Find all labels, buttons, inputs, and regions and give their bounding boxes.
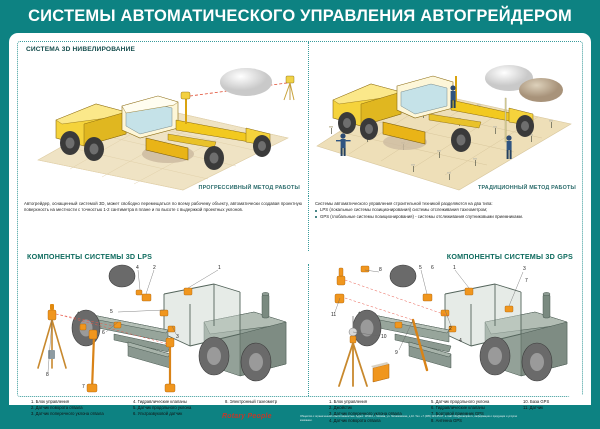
legend-item: 2. Джойстик <box>329 405 353 411</box>
component-row: 1 2 4 5 3 6 8 7 <box>18 264 582 396</box>
panel-gps-components: 1 3 5 6 7 8 9 10 11 2 4 <box>308 264 582 396</box>
svg-text:5: 5 <box>110 309 113 315</box>
legend-item: 7. Бортовой приемник GPS <box>431 411 484 417</box>
svg-text:10: 10 <box>381 334 387 340</box>
legend-gps: 1. Блок управления 2. Джойстик 3. Датчик… <box>329 399 591 429</box>
description-right: Системы автоматического управления строи… <box>308 195 582 251</box>
svg-text:8: 8 <box>46 372 49 378</box>
panel-progressive-method: СИСТЕМА 3D НИВЕЛИРОВАНИЕ <box>18 42 308 194</box>
svg-text:1: 1 <box>453 265 456 271</box>
legend-lps-col1: 1. Блок управления 2. Датчик поворота от… <box>31 399 127 418</box>
progressive-method-illustration <box>37 68 295 191</box>
legend-item: 2. Датчик поворота отвала <box>31 405 83 411</box>
svg-text:2: 2 <box>449 326 452 332</box>
panel-traditional-method: ТРАДИЦИОННЫЙ МЕТОД РАБОТЫ <box>309 42 582 194</box>
corner-fold-decoration <box>565 395 591 405</box>
description-left: Автогрейдер, оснащенный системой 3D, мож… <box>18 195 308 251</box>
legend-lps-col2: 4. Гидравлические клапаны 5. Датчик прод… <box>133 399 219 418</box>
legend-item: 4. Гидравлические клапаны <box>133 399 187 404</box>
section-title-gps: КОМПОНЕНТЫ СИСТЕМЫ 3D GPS <box>446 252 573 261</box>
gps-grader-diagram: 1 3 5 6 7 8 9 10 11 2 4 <box>331 264 568 387</box>
list-item: LPS (локальные системы позиционирования)… <box>315 207 576 213</box>
page-title: СИСТЕМЫ АВТОМАТИЧЕСКОГО УПРАВЛЕНИЯ АВТОГ… <box>28 7 572 25</box>
svg-text:7: 7 <box>525 278 528 284</box>
list-item: GPS (глобальные системы позиционирования… <box>315 214 576 220</box>
legend-item: 6. Гидравлические клапаны <box>431 405 485 411</box>
description-row: Автогрейдер, оснащенный системой 3D, мож… <box>18 195 582 251</box>
svg-text:5: 5 <box>419 265 422 271</box>
legend-item: 8. Электронный тахеометр <box>225 399 278 404</box>
legend-item: 3. Датчик поперечного уклона отвала <box>31 411 104 417</box>
svg-text:6: 6 <box>102 330 105 336</box>
label-traditional-method: ТРАДИЦИОННЫЙ МЕТОД РАБОТЫ <box>477 185 576 191</box>
brand-logo: Rotary People <box>222 413 272 420</box>
content-card: СИСТЕМА 3D НИВЕЛИРОВАНИЕ <box>9 33 591 423</box>
legend-item: 1. Блок управления <box>31 399 70 404</box>
svg-text:2: 2 <box>153 265 156 271</box>
svg-text:11: 11 <box>331 312 336 318</box>
panel-lps-components: 1 2 4 5 3 6 8 7 <box>18 264 308 396</box>
svg-text:3: 3 <box>176 334 179 340</box>
legend-item: 5. Датчик продольного уклона <box>133 405 192 411</box>
description-left-text: Автогрейдер, оснащенный системой 3D, мож… <box>24 201 302 213</box>
legend-item: 10. База GPS <box>523 399 550 404</box>
label-progressive-method: ПРОГРЕССИВНЫЙ МЕТОД РАБОТЫ <box>198 185 300 191</box>
legend-item: 3. Датчик поперечного уклона отвала <box>329 411 402 417</box>
svg-text:4: 4 <box>136 265 139 271</box>
panel-divider <box>308 42 309 194</box>
svg-text:7: 7 <box>82 384 85 390</box>
system-type-list: LPS (локальные системы позиционирования)… <box>315 207 576 220</box>
svg-text:3: 3 <box>523 266 526 272</box>
section-title-lps: КОМПОНЕНТЫ СИСТЕМЫ 3D LPS <box>27 252 153 261</box>
legend-item: 6. Ультразвуковой датчик <box>133 411 183 417</box>
legend-item: 4. Датчик поворота отвала <box>329 417 381 423</box>
footer: Rotary People Общество с ограниченной от… <box>0 395 600 425</box>
panel-label-3d-leveling: СИСТЕМА 3D НИВЕЛИРОВАНИЕ <box>26 46 136 53</box>
svg-text:9: 9 <box>395 350 398 356</box>
svg-text:1: 1 <box>218 265 221 271</box>
svg-text:8: 8 <box>379 267 382 273</box>
legend-lps: 1. Блок управления 2. Датчик поворота от… <box>31 399 301 429</box>
legend-item: 5. Датчик продольного уклона <box>431 399 490 404</box>
legend-gps-col3: 10. База GPS 11. Датчик <box>523 399 549 424</box>
legend-gps-col2: 5. Датчик продольного уклона 6. Гидравли… <box>431 399 517 424</box>
description-right-intro: Системы автоматического управления строи… <box>315 201 493 206</box>
footer-fine-print: Общество с ограниченной ответственностью… <box>300 415 518 422</box>
legend-gps-col1: 1. Блок управления 2. Джойстик 3. Датчик… <box>329 399 425 424</box>
legend-item: 11. Датчик <box>523 405 544 411</box>
lps-grader-diagram: 1 2 4 5 3 6 8 7 <box>37 264 287 393</box>
legend-item: 8. Антенна GPS <box>431 417 462 423</box>
svg-text:4: 4 <box>459 338 462 344</box>
svg-text:6: 6 <box>431 265 434 271</box>
illustration-row: СИСТЕМА 3D НИВЕЛИРОВАНИЕ <box>18 42 582 194</box>
legend-item: 1. Блок управления <box>329 399 368 404</box>
legend-lps-col3: 8. Электронный тахеометр <box>225 399 277 418</box>
traditional-method-illustration <box>316 65 572 191</box>
